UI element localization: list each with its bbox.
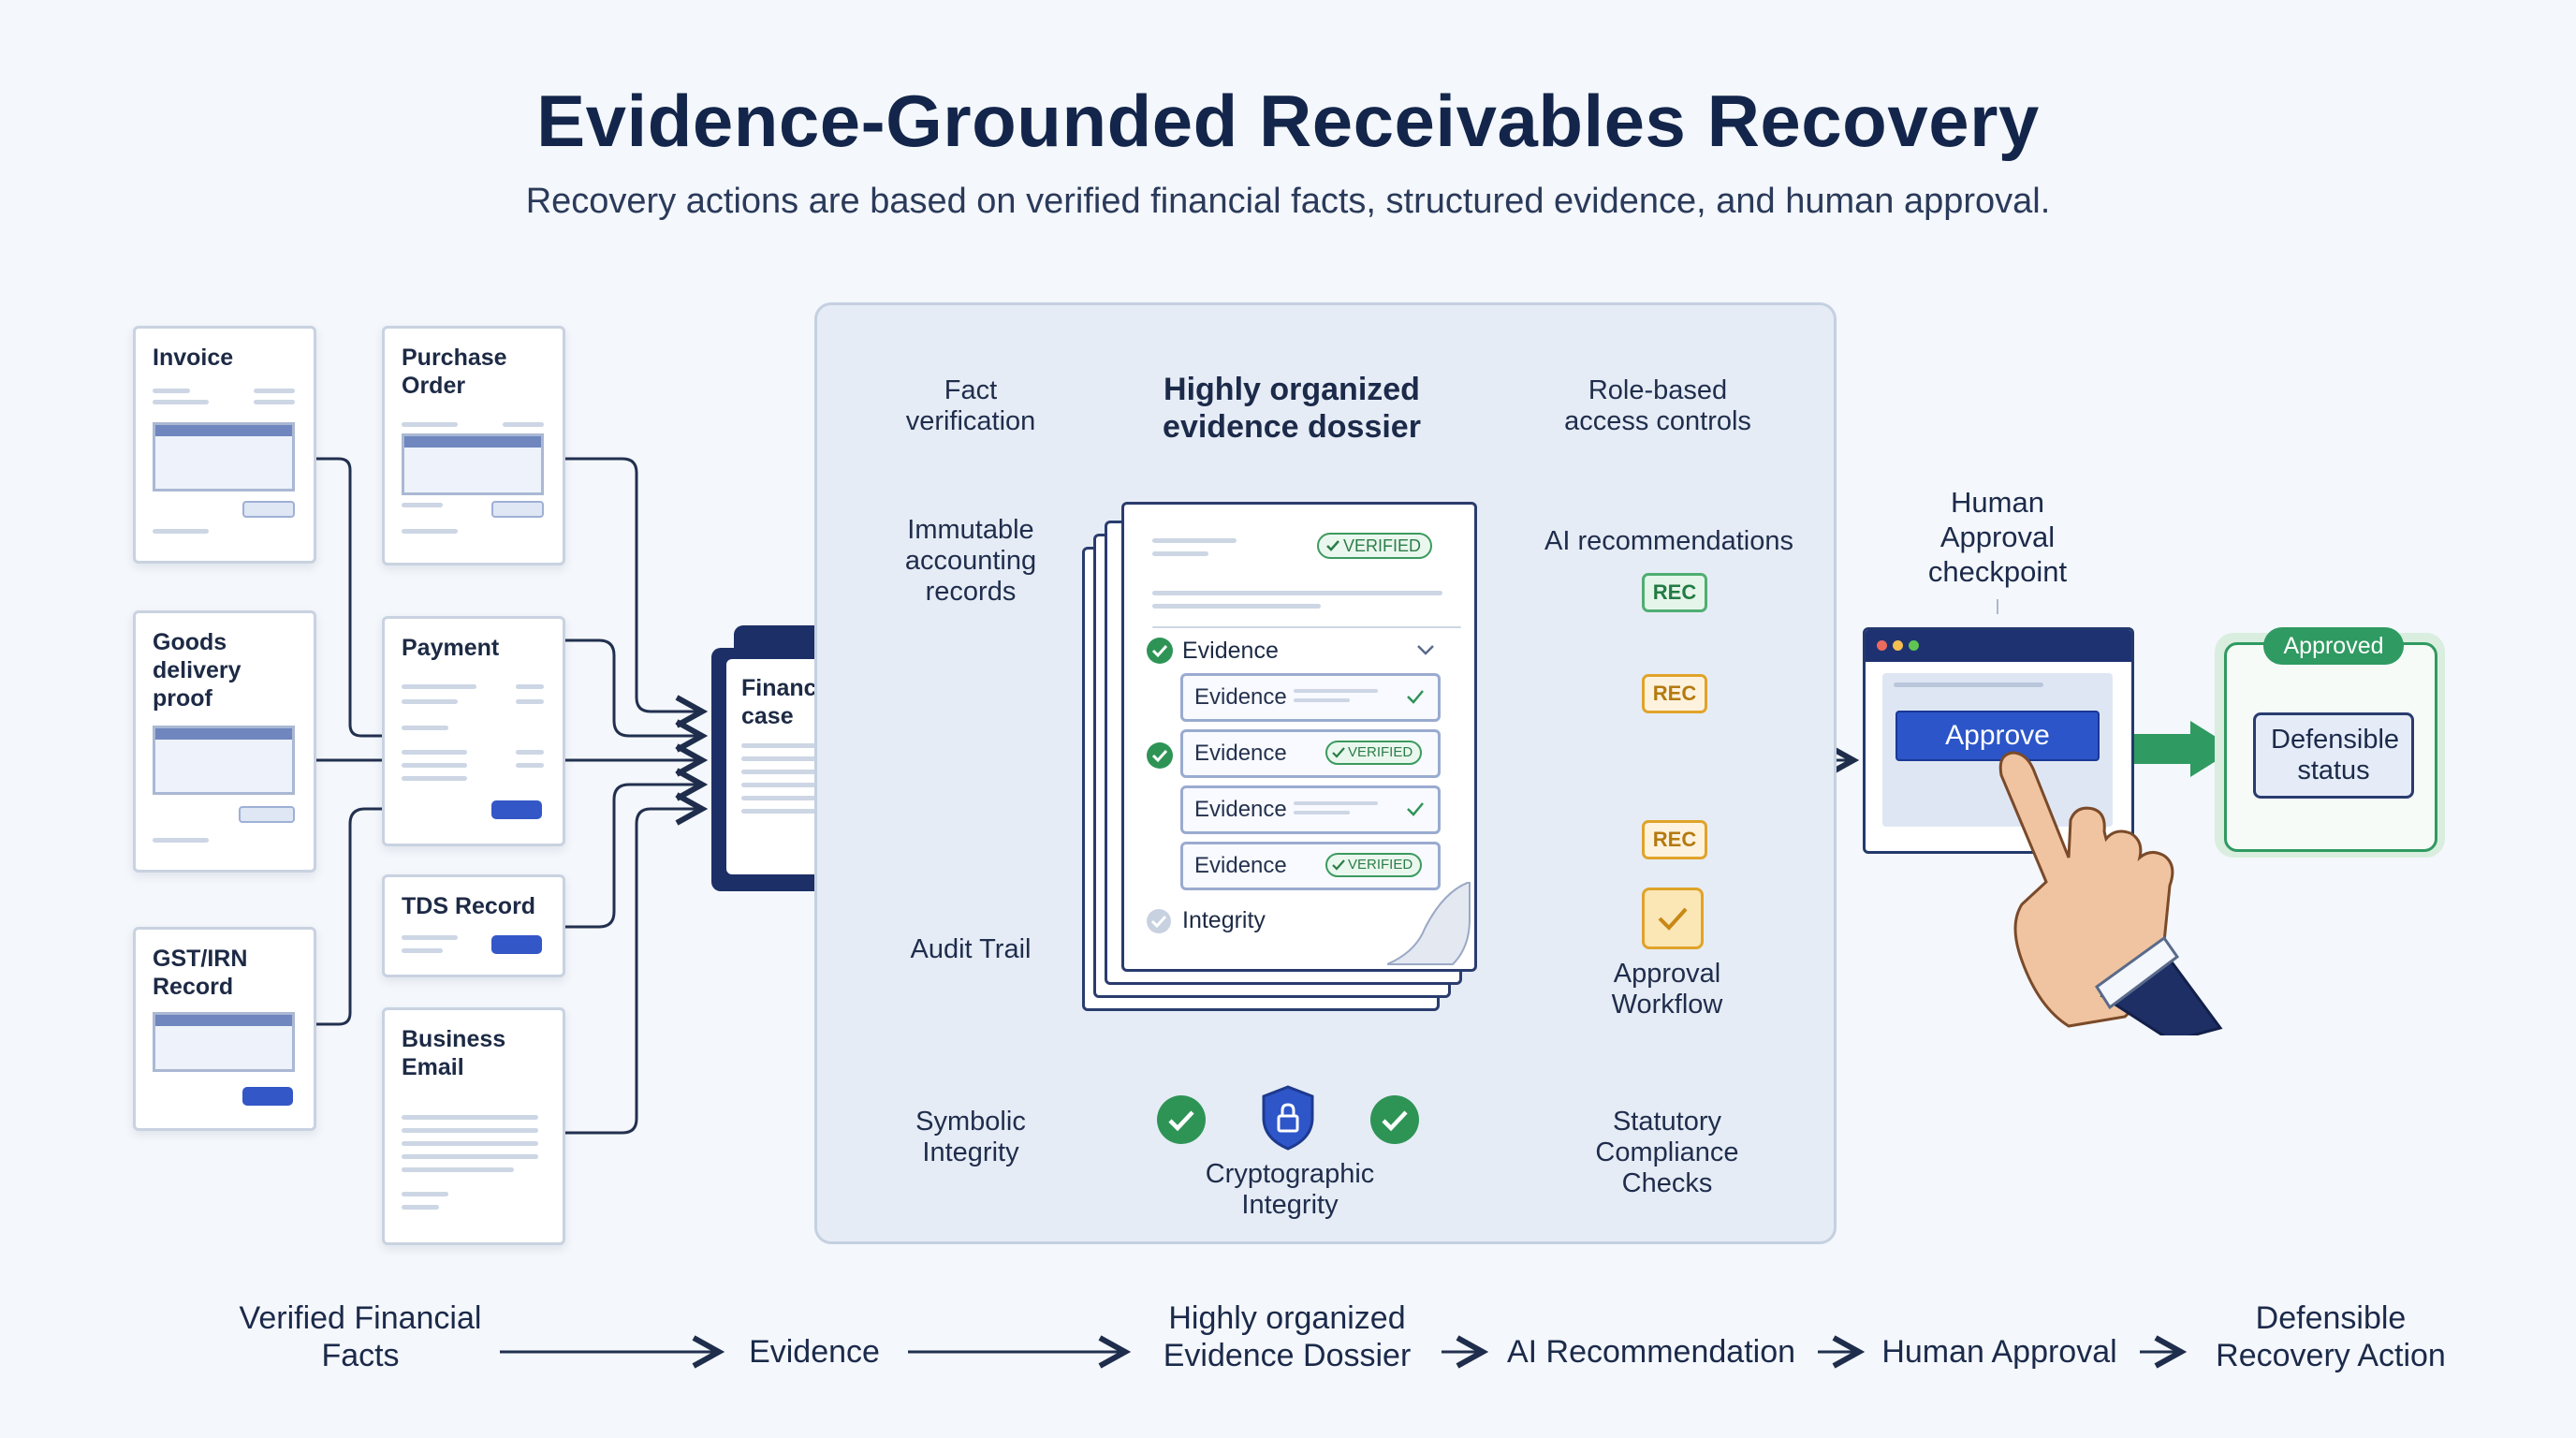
rec-chip-green[interactable]: REC xyxy=(1642,573,1707,612)
evidence-check-icon xyxy=(1407,690,1424,704)
window-titlebar xyxy=(1866,630,2131,662)
integrity-check-icon xyxy=(1147,909,1171,933)
window-maximize-dot-icon[interactable] xyxy=(1909,640,1919,651)
evidence-check-icon xyxy=(1407,802,1424,816)
window-close-dot-icon[interactable] xyxy=(1877,640,1887,651)
role-based-access-label: Role-based access controls xyxy=(1564,375,1751,436)
evidence-collapse-chevron-icon[interactable] xyxy=(1414,641,1437,663)
dossier-title: Highly organized evidence dossier xyxy=(1163,372,1421,445)
cryptographic-shield-icon xyxy=(1258,1084,1318,1152)
approve-button[interactable]: Approve xyxy=(1895,711,2100,761)
tds-record-document: TDS Record xyxy=(382,874,565,977)
page-curl-icon xyxy=(1387,882,1471,965)
dossier-verified-text: VERIFIED xyxy=(1343,536,1422,555)
dossier-document: VERIFIED Evidence Evidence Evidence VERI… xyxy=(1121,502,1477,972)
rec-chip-amber-bottom[interactable]: REC xyxy=(1642,820,1707,859)
evidence-panel: Fact verification Highly organized evide… xyxy=(814,302,1837,1244)
flow-step-evidence: Evidence xyxy=(749,1334,880,1370)
evidence-row-label: Evidence xyxy=(1194,797,1287,822)
purchase-order-document: Purchase Order xyxy=(382,326,565,565)
defensible-status-label: Defensible status xyxy=(2271,725,2400,785)
pointing-hand-icon xyxy=(1998,751,2223,1035)
evidence-row-label: Evidence xyxy=(1194,853,1287,878)
cryptographic-integrity-label: Cryptographic Integrity xyxy=(1205,1159,1375,1220)
invoice-document: Invoice xyxy=(133,326,316,564)
payment-document: Payment xyxy=(382,616,565,846)
evidence-verified-badge: VERIFIED xyxy=(1325,741,1423,765)
immutable-records-label: Immutable accounting records xyxy=(904,515,1037,607)
gst-irn-document: GST/IRN Record xyxy=(133,927,316,1131)
symbolic-check-icon xyxy=(1157,1095,1206,1144)
approval-workflow-check-icon[interactable] xyxy=(1642,888,1704,949)
audit-trail-label: Audit Trail xyxy=(910,934,1032,964)
payment-label: Payment xyxy=(402,635,500,661)
window-minimize-dot-icon[interactable] xyxy=(1893,640,1903,651)
evidence-verified-text: VERIFIED xyxy=(1348,744,1413,760)
goods-delivery-document: Goods delivery proof xyxy=(133,610,316,873)
statutory-compliance-label: Statutory Compliance Checks xyxy=(1595,1107,1739,1198)
approved-card: Defensible status xyxy=(2224,642,2437,852)
symbolic-integrity-label: Symbolic Integrity xyxy=(915,1107,1026,1167)
evidence-row[interactable]: Evidence xyxy=(1180,673,1441,722)
evidence-verified-text: VERIFIED xyxy=(1348,857,1413,873)
rec-chip-amber-top[interactable]: REC xyxy=(1642,674,1707,713)
evidence-row-2-check-icon xyxy=(1147,742,1173,769)
flow-step-defensible-action: Defensible Recovery Action xyxy=(2216,1300,2446,1373)
flow-step-ai-recommendation: AI Recommendation xyxy=(1506,1334,1796,1370)
approval-workflow-label: Approval Workflow xyxy=(1611,959,1723,1020)
business-email-document: Business Email xyxy=(382,1007,565,1245)
gst-irn-label: GST/IRN Record xyxy=(153,946,248,1000)
dossier-verified-badge: VERIFIED xyxy=(1317,533,1433,559)
invoice-label: Invoice xyxy=(153,345,234,371)
page-title: Evidence-Grounded Receivables Recovery xyxy=(536,80,2040,162)
evidence-verified-badge: VERIFIED xyxy=(1325,853,1423,877)
evidence-row[interactable]: Evidence VERIFIED xyxy=(1180,729,1441,778)
evidence-row[interactable]: Evidence VERIFIED xyxy=(1180,842,1441,890)
integrity-verified-check-icon xyxy=(1370,1095,1419,1144)
human-approval-checkpoint-label: Human Approval checkpoint xyxy=(1927,486,2068,588)
business-email-label: Business Email xyxy=(402,1026,506,1080)
page-subtitle: Recovery actions are based on verified f… xyxy=(525,182,2051,221)
evidence-row[interactable]: Evidence xyxy=(1180,785,1441,834)
purchase-order-label: Purchase Order xyxy=(402,345,507,399)
fact-verification-label: Fact verification xyxy=(905,375,1036,436)
goods-delivery-label: Goods delivery proof xyxy=(153,629,242,712)
flow-step-human-approval: Human Approval xyxy=(1881,1334,2117,1370)
evidence-header-check-icon xyxy=(1147,638,1173,664)
evidence-row-label: Evidence xyxy=(1194,741,1287,766)
evidence-header-label: Evidence xyxy=(1182,638,1279,664)
approved-badge: Approved xyxy=(2263,627,2404,665)
defensible-status-box: Defensible status xyxy=(2253,712,2414,799)
tds-record-label: TDS Record xyxy=(402,893,536,919)
evidence-row-label: Evidence xyxy=(1194,684,1287,710)
flow-step-verified-facts: Verified Financial Facts xyxy=(239,1300,482,1373)
ai-recommendations-label: AI recommendations xyxy=(1544,526,1793,556)
integrity-label: Integrity xyxy=(1182,907,1266,933)
flow-step-dossier: Highly organized Evidence Dossier xyxy=(1163,1300,1412,1373)
